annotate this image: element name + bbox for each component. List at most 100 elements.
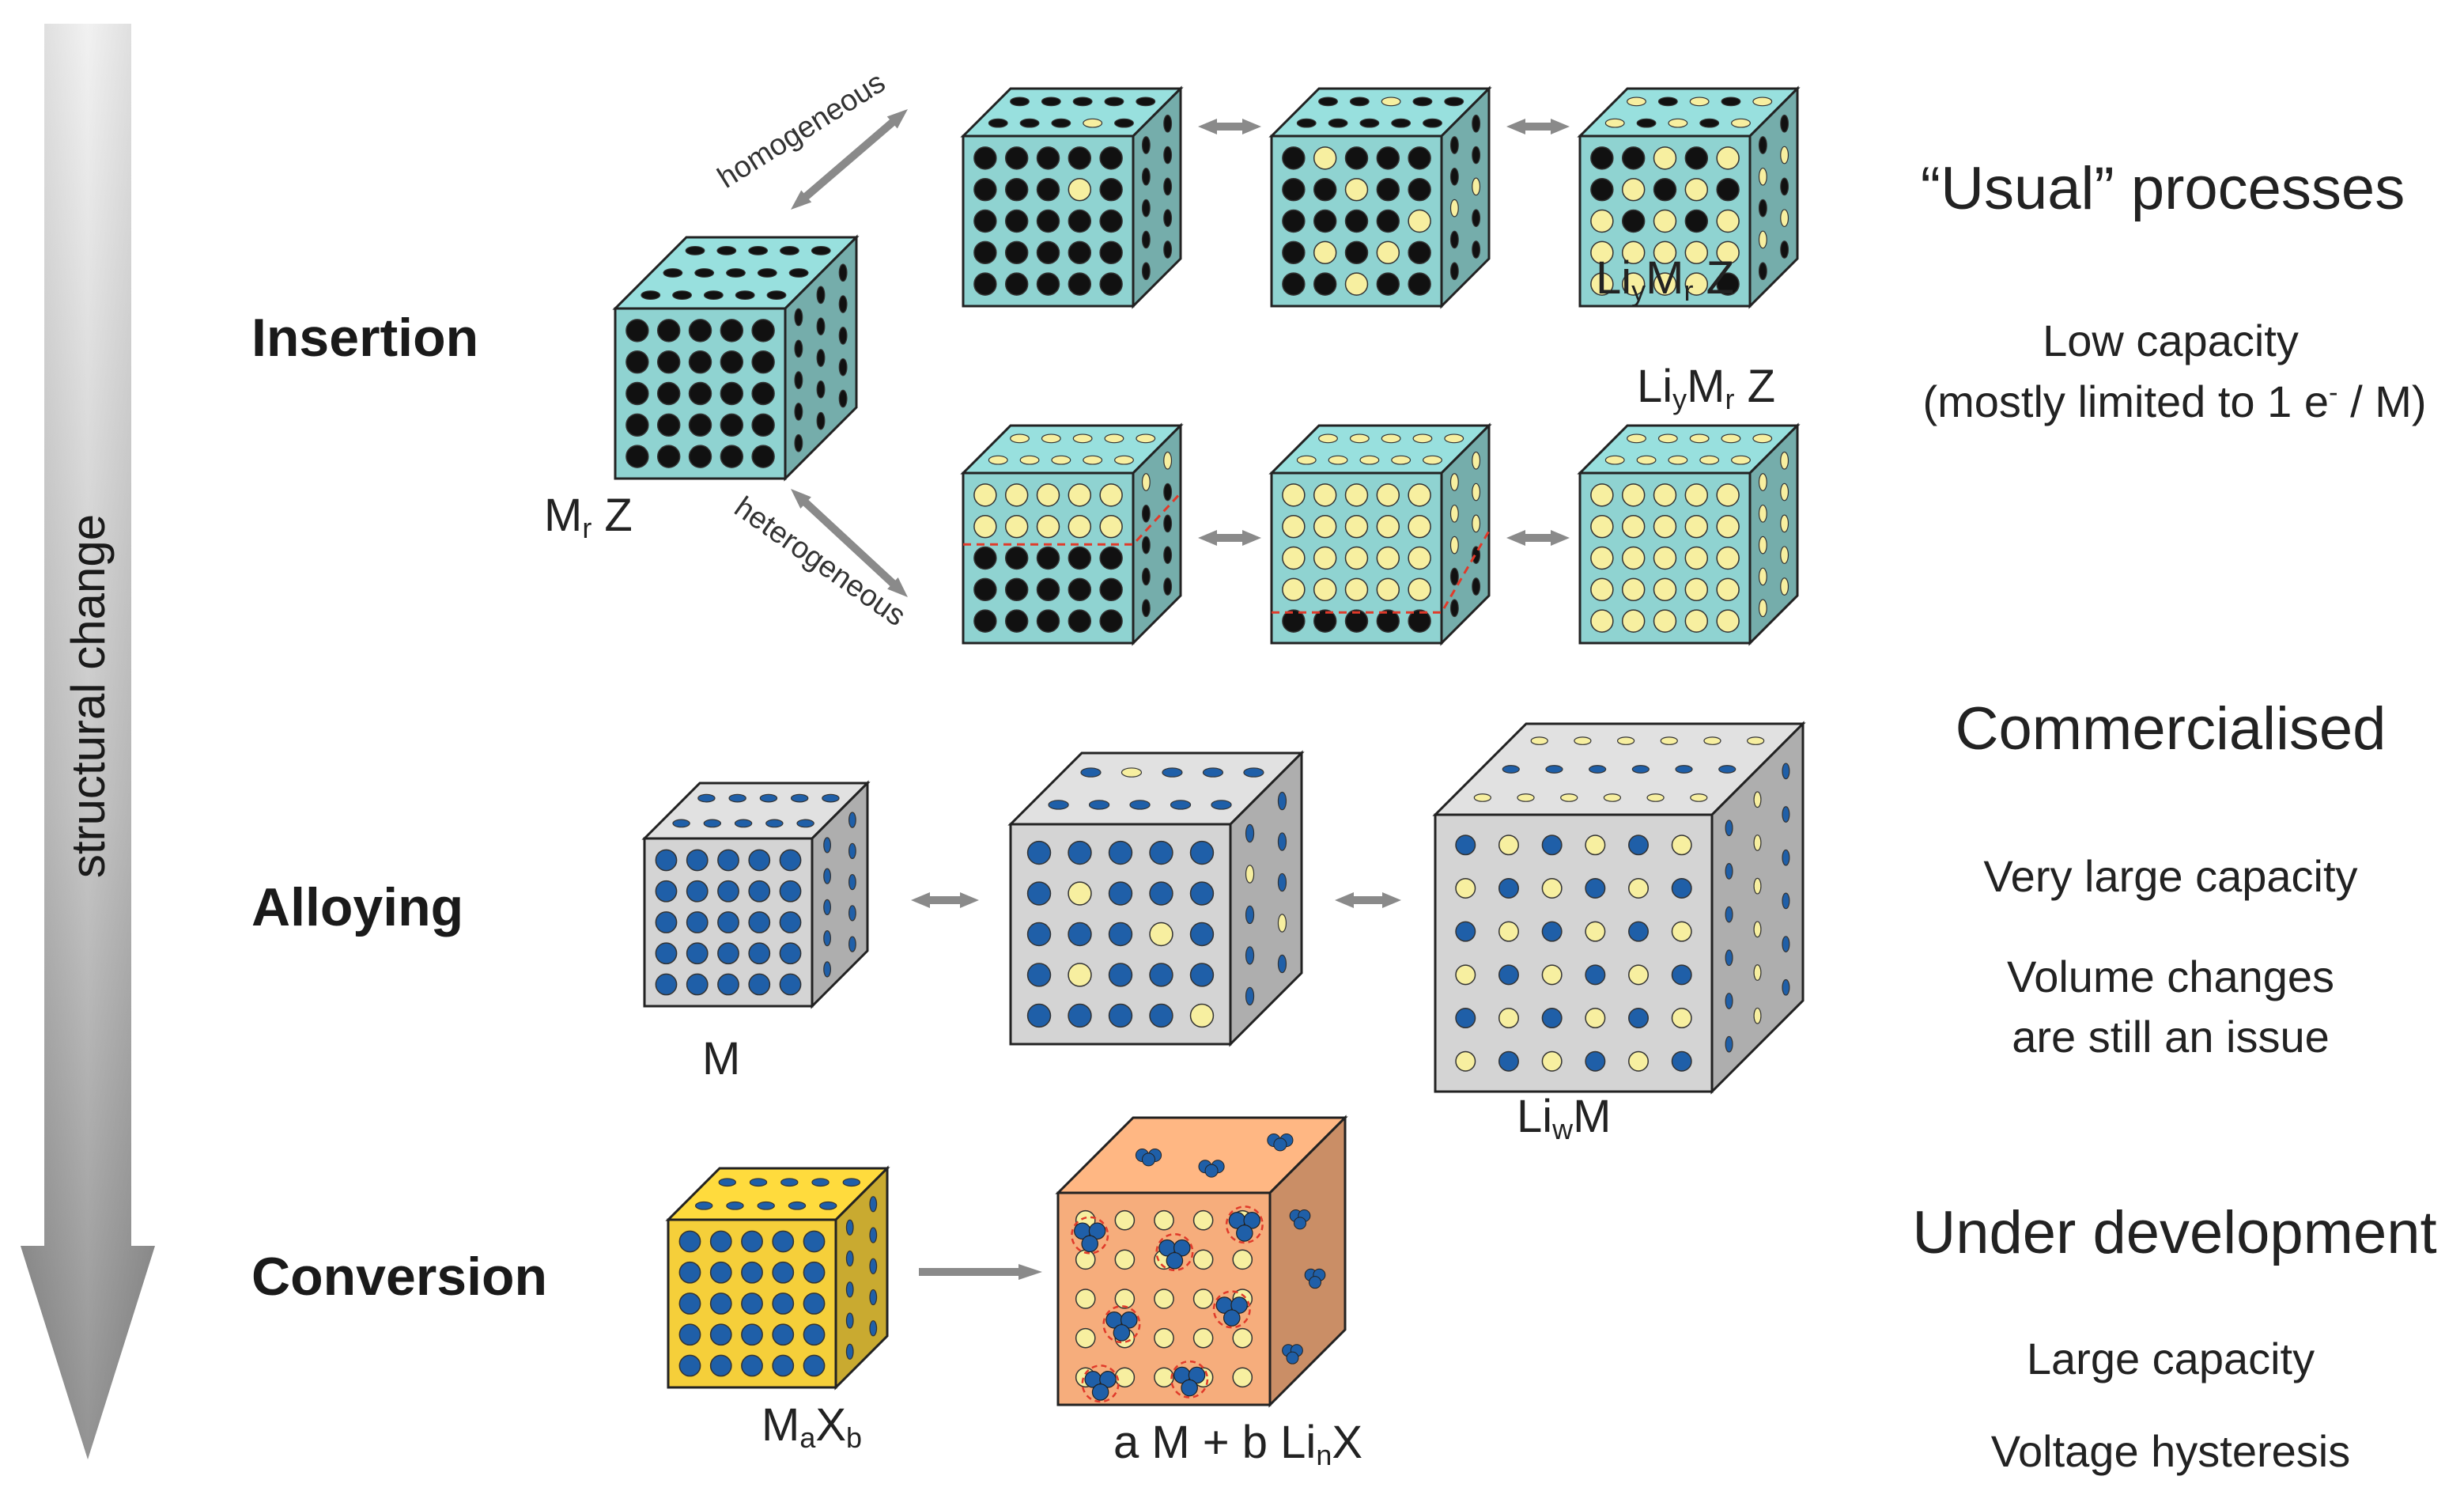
cube-heterogeneous-3-atom (1627, 433, 1646, 444)
cube-alloying-end-atom (1725, 949, 1733, 967)
cube-homogeneous-1-atom (1083, 118, 1103, 128)
cube-heterogeneous-3-atom (1689, 433, 1710, 444)
cube-heterogeneous-3-atom (1780, 483, 1789, 501)
cube-homogeneous-1-atom (1036, 209, 1060, 233)
cluster-boundary (1155, 1233, 1194, 1272)
cube-alloying-start-atom (748, 911, 771, 933)
cube-heterogeneous-3-atom (1621, 609, 1646, 633)
cube-alloying-end-atom (1671, 1050, 1692, 1072)
cube-conversion-end-atom (1192, 1209, 1214, 1231)
cube-homogeneous-1-atom (1163, 209, 1173, 228)
cube-alloying-end-atom (1753, 877, 1762, 895)
cube-insertion-start-atom (757, 268, 777, 278)
cube-homogeneous-3-atom (1758, 167, 1767, 186)
cube-insertion-start-atom (625, 350, 649, 374)
cube-heterogeneous-2-atom (1282, 546, 1306, 570)
cube-insertion-start-atom (780, 245, 799, 255)
cube-alloying-end (1432, 721, 1806, 1095)
cube-homogeneous-2-atom (1376, 146, 1400, 170)
cube-homogeneous-3-atom (1780, 240, 1789, 259)
cube-conversion-start-atom (749, 1178, 768, 1187)
cube-alloying-start-atom (686, 849, 709, 872)
metal-atom (1273, 1137, 1287, 1152)
cube-alloying-mid-atom (1277, 832, 1287, 851)
metal-atom (1166, 1251, 1184, 1270)
cube-heterogeneous-3-atom (1780, 577, 1789, 596)
cube-heterogeneous-3-atom (1684, 577, 1709, 602)
cube-alloying-mid-atom (1068, 840, 1092, 865)
cube-heterogeneous-1-atom (1004, 577, 1029, 602)
metal-atom (1243, 1212, 1261, 1229)
cube-homogeneous-2-atom (1449, 136, 1459, 154)
cube-homogeneous-1-atom (973, 240, 997, 265)
cube-conversion-start-atom (678, 1323, 701, 1346)
cube-heterogeneous-1-atom (1163, 577, 1173, 596)
cube-alloying-start-atom (655, 849, 678, 872)
cube-alloying-end-atom (1455, 1008, 1476, 1029)
cube-homogeneous-1-atom (1036, 272, 1060, 296)
cube-heterogeneous-1-atom (1163, 546, 1173, 565)
cluster-boundary (1225, 1205, 1264, 1244)
cube-heterogeneous-1-atom (973, 577, 997, 602)
arrow-heterogeneous-2-3 (1506, 530, 1570, 546)
cube-heterogeneous-1-atom (1019, 455, 1040, 465)
cube-alloying-start-atom (779, 973, 802, 996)
cube-homogeneous-1-atom (1041, 97, 1061, 107)
cube-homogeneous-2-atom (1408, 272, 1431, 296)
cube-conversion-end-atom (1154, 1289, 1174, 1309)
cube-insertion-start-atom (838, 327, 848, 345)
cube-conversion-start-atom (772, 1230, 795, 1253)
cube-heterogeneous-2-atom (1423, 455, 1442, 465)
cube-conversion-start (665, 1165, 890, 1391)
cube-heterogeneous-2-atom (1313, 609, 1337, 633)
cube-heterogeneous-2-atom (1376, 577, 1400, 602)
metal-atom (1188, 1366, 1206, 1384)
cube-alloying-end-atom (1517, 793, 1535, 802)
cube-conversion-start-atom (772, 1261, 795, 1284)
cube-homogeneous-3-atom (1653, 209, 1677, 233)
cube-conversion-start-atom (726, 1201, 744, 1210)
cube-alloying-mid-atom (1245, 905, 1255, 925)
cube-alloying-end-atom (1725, 1035, 1733, 1053)
cube-conversion-start-atom (803, 1261, 826, 1284)
alloying-desc-line3: are still an issue (2012, 1012, 2330, 1062)
cube-heterogeneous-2-atom (1472, 577, 1481, 596)
cube-insertion-start-atom (751, 445, 775, 468)
cube-heterogeneous-3-atom (1668, 455, 1688, 465)
cube-homogeneous-1-atom (1114, 118, 1134, 128)
cube-homogeneous-3-atom (1684, 177, 1709, 202)
cube-alloying-start-atom (759, 793, 778, 803)
cube-heterogeneous-1-atom (988, 455, 1008, 465)
insertion-desc-line2: (mostly limited to 1 e- / M) (1922, 377, 2427, 426)
arrow-heterogeneous-shape (791, 489, 908, 597)
cube-alloying-mid-atom (1026, 840, 1052, 865)
cube-heterogeneous-2-atom (1408, 546, 1431, 570)
cube-homogeneous-1-atom (1099, 209, 1123, 233)
cube-conversion-start-atom (741, 1230, 763, 1253)
cube-conversion-start-atom (678, 1354, 701, 1377)
cube-insertion-start-atom (794, 339, 803, 358)
cube-alloying-start-atom (823, 961, 831, 978)
cube-alloying-mid-atom (1108, 881, 1133, 906)
cube-insertion-start-atom (685, 245, 705, 255)
cube-insertion-start-atom (748, 245, 769, 255)
cube-homogeneous-3-atom (1668, 118, 1688, 128)
cube-homogeneous-3-atom (1699, 118, 1720, 128)
cube-alloying-mid-atom (1277, 791, 1287, 811)
cube-alloying-start-atom (717, 880, 739, 903)
cube-homogeneous-2-atom (1472, 114, 1481, 133)
cube-homogeneous-2-atom (1282, 240, 1306, 265)
cube-insertion-start-atom (703, 290, 724, 301)
cube-conversion-end-atom (1114, 1209, 1136, 1231)
cube-alloying-mid-atom (1170, 800, 1192, 810)
cube-homogeneous-3-atom (1684, 272, 1709, 296)
metal-atom (1308, 1276, 1322, 1289)
cube-homogeneous-3-atom (1590, 240, 1614, 265)
cube-heterogeneous-2-atom (1328, 455, 1348, 465)
cube-heterogeneous-2-atom (1391, 455, 1412, 465)
cube-homogeneous-1-atom (1072, 97, 1093, 107)
cube-insertion-start-atom (688, 445, 712, 468)
cube-heterogeneous-2-atom (1313, 483, 1337, 507)
cube-alloying-end-atom (1585, 835, 1606, 856)
cube-homogeneous-3-atom (1604, 118, 1625, 128)
